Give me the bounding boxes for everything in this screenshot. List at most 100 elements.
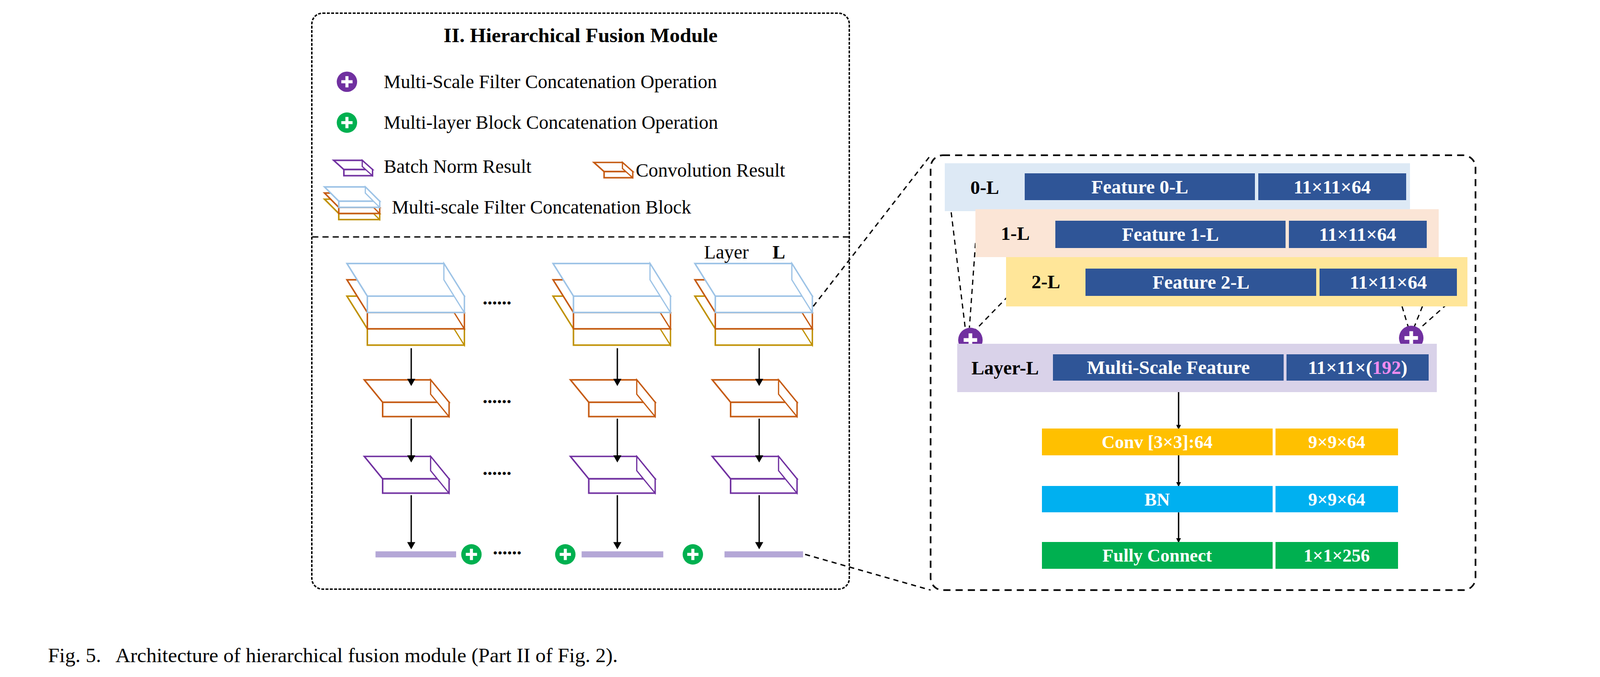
slab-front (573, 312, 671, 329)
box-text: Fully Connect (1102, 544, 1212, 566)
box-text: ) (1400, 356, 1408, 379)
stack-layer (553, 263, 671, 313)
flow-arrow (616, 347, 618, 380)
slab-side (649, 263, 671, 313)
slab-front (715, 312, 813, 329)
dashed-leader (969, 243, 976, 328)
box-text: Multi-Scale Feature (1086, 356, 1250, 379)
flow-connector (1177, 512, 1180, 542)
module-panel: II. Hierarchical Fusion Module (311, 12, 851, 591)
flow-arrow (758, 347, 761, 380)
ellipsis-dots: ...... (482, 457, 512, 480)
feature-band: 2-LFeature 2-L 11×11×64 (1006, 257, 1468, 306)
plus-circle (336, 112, 358, 134)
block-concat-plus (461, 544, 482, 565)
layer-box: 1×1×256 (1275, 541, 1399, 569)
detail-panel (930, 155, 1476, 590)
legend-green-plus (336, 112, 358, 134)
legend-text: Multi-scale Filter Concatenation Block (391, 196, 692, 219)
band-label: 1-L (975, 209, 1055, 258)
box-text: 1×1×256 (1303, 544, 1370, 566)
plus-circle (682, 544, 704, 565)
slab-front (573, 296, 671, 313)
arrow-head (613, 378, 622, 386)
layer-box: 11×11×64 (1319, 268, 1458, 297)
layer-box: Feature 2-L (1085, 268, 1317, 297)
dashed-leader (1401, 306, 1409, 327)
band-label: 0-L (944, 163, 1025, 212)
plus-circle (336, 71, 358, 92)
block-concat-plus (682, 544, 704, 565)
box-text: BN (1144, 488, 1170, 510)
box-text: 11×11×64 (1349, 270, 1427, 294)
block-concat-plus (555, 544, 576, 565)
dashed-leader (813, 155, 931, 307)
plus-sign (559, 548, 571, 560)
layer-box: BN (1041, 485, 1273, 513)
slab-side (636, 456, 655, 493)
band-label: Layer-L (957, 343, 1053, 392)
legend-purple-plus (336, 71, 358, 92)
flow-arrow (410, 347, 413, 380)
box-text: 11×11×64 (1293, 175, 1371, 199)
feature-bar (375, 551, 457, 558)
dashed-leader (1419, 304, 1448, 329)
plus-sign (341, 116, 353, 128)
legend-text: Convolution Result (635, 159, 785, 182)
feature-band: 1-LFeature 1-L11×11×64 (975, 209, 1439, 258)
flow-arrow (616, 494, 618, 543)
stack-layer (324, 186, 380, 208)
slab-front (367, 296, 465, 313)
feature-bar (581, 551, 664, 558)
feature-band: 0-L Feature 0-L 11×11×64 (944, 163, 1410, 212)
layer-box: 11×11×(192) (1286, 354, 1429, 381)
arrow-head (755, 455, 764, 463)
slab-front (367, 312, 465, 329)
layer-box: Fully Connect (1041, 541, 1273, 569)
legend-text: Multi-Scale Filter Concatenation Operati… (383, 70, 717, 93)
panel-title: II. Hierarchical Fusion Module (312, 23, 849, 47)
arrow-head (407, 378, 416, 386)
plus-circle (555, 544, 576, 565)
layer-label: Layer (704, 241, 749, 264)
box-text: Feature 0-L (1091, 175, 1189, 199)
flow-arrow (410, 494, 413, 543)
ellipsis-dots: ...... (482, 287, 512, 310)
figure-caption: Fig. 5. Architecture of hierarchical fus… (47, 643, 618, 668)
plus-circle (461, 544, 482, 565)
layer-box: 9×9×64 (1275, 428, 1399, 455)
flow-arrow (758, 418, 761, 457)
flow-arrow (410, 418, 413, 457)
slab-side (778, 379, 797, 417)
flow-connector (1177, 455, 1180, 486)
legend-text: Multi-layer Block Concatenation Operatio… (383, 111, 719, 134)
band-label: 2-L (1006, 257, 1086, 306)
layer-box: 9×9×64 (1275, 485, 1399, 513)
layer-box: 11×11×64 (1288, 220, 1427, 249)
box-text: 9×9×64 (1308, 488, 1366, 510)
dashed-leader (805, 554, 931, 591)
box-text: 192 (1372, 356, 1401, 379)
slab-side (791, 263, 813, 313)
arrow-head (613, 455, 622, 463)
stack-layer (346, 263, 465, 313)
slab-front (338, 213, 380, 220)
layer-box: Multi-Scale Feature (1052, 354, 1284, 381)
dashed-leader (975, 296, 1008, 330)
layer-box: Conv [3×3]:64 (1041, 428, 1273, 455)
conv-slab (364, 379, 449, 417)
slab-front (367, 328, 465, 346)
slab-front (573, 328, 671, 346)
plus-sign (687, 548, 699, 560)
legend-text: Batch Norm Result (383, 155, 532, 178)
arrow-head (755, 378, 764, 386)
box-text: 11×11×( (1308, 356, 1373, 379)
feature-bar (724, 551, 804, 558)
ellipsis-dots: ...... (492, 537, 522, 560)
dashed-leader (949, 193, 966, 329)
plus-sign (1404, 331, 1419, 345)
slab-side (622, 162, 633, 178)
layer-box: Feature 0-L (1024, 173, 1256, 200)
